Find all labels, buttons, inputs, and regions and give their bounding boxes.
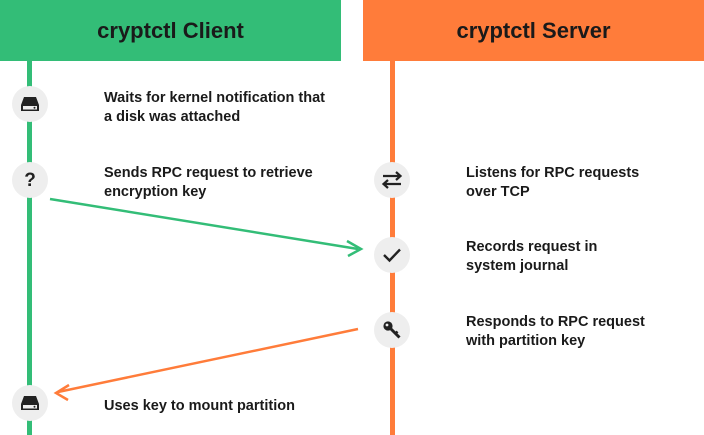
client-step-text: Waits for kernel notification that a dis… xyxy=(104,90,326,125)
client-step-text: Uses key to mount partition xyxy=(104,398,295,414)
disk-drive-icon xyxy=(12,86,48,122)
client-lifeline xyxy=(27,61,32,435)
question-mark-icon: ? xyxy=(12,162,48,198)
request-arrow xyxy=(49,197,364,258)
client-lane-header: cryptctl Client xyxy=(0,0,341,61)
server-step-text: Listens for RPC requests over TCP xyxy=(466,165,640,200)
key-icon xyxy=(374,312,410,348)
server-step-text: Responds to RPC request with partition k… xyxy=(466,314,645,349)
response-arrow xyxy=(53,327,359,402)
server-lane-header: cryptctl Server xyxy=(363,0,704,61)
client-lane-title: cryptctl Client xyxy=(97,17,244,43)
server-lane-title: cryptctl Server xyxy=(456,17,611,43)
checkmark-icon xyxy=(374,237,410,273)
disk-drive-icon xyxy=(12,385,48,421)
exchange-arrows-icon xyxy=(374,162,410,198)
server-step-text: Records request in system journal xyxy=(466,239,598,274)
client-step-text: Sends RPC request to retrieve encryption… xyxy=(104,165,313,200)
